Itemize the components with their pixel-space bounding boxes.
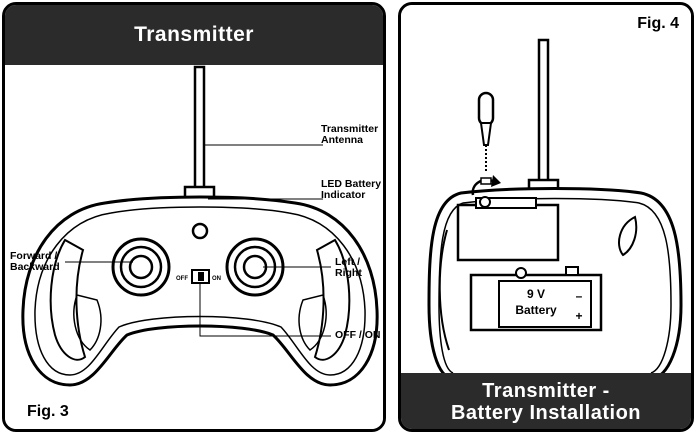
fig4-antenna <box>537 38 550 187</box>
forward-backward-label: Forward / Backward <box>10 250 60 273</box>
fig4-header-line1: Transmitter - <box>482 380 610 402</box>
led-indicator-icon <box>191 222 209 240</box>
screwdriver-handle-icon <box>477 91 495 127</box>
right-stick-knob[interactable] <box>242 254 268 280</box>
transmitter-illustration: OFF ON <box>5 65 383 429</box>
screw-icon <box>479 196 491 208</box>
battery-clip-icon <box>515 267 527 279</box>
battery-door[interactable] <box>456 203 560 262</box>
antenna-label: Transmitter Antenna <box>321 123 379 146</box>
screwdriver-collar-icon <box>479 122 493 146</box>
battery-plus-sign: + <box>575 309 582 323</box>
nine-volt-battery <box>498 280 592 328</box>
fig4-panel: 9 V Battery – + Fig. 4 Transmitter - Bat… <box>398 2 694 432</box>
fig4-right-grip <box>618 215 638 257</box>
power-switch-slider[interactable] <box>198 272 204 281</box>
fig3-label: Fig. 3 <box>27 403 69 420</box>
fig4-left-grip <box>438 229 450 351</box>
body-inner-outline <box>34 206 366 376</box>
off-on-label: OFF / ON <box>335 329 381 341</box>
led-battery-indicator-label: LED Battery Indicator <box>321 178 382 201</box>
fig3-panel: Transmitter OFF ON <box>2 2 386 432</box>
fig4-back-inner-line-left <box>438 202 464 374</box>
battery-name-text: Battery <box>515 303 557 317</box>
battery-voltage-text: 9 V <box>527 287 545 301</box>
fig3-header-title: Transmitter <box>5 5 383 65</box>
right-grip-detail <box>298 294 327 351</box>
fig4-back-inner-line <box>462 197 672 374</box>
switch-on-label: ON <box>212 276 221 282</box>
battery-install-illustration: 9 V Battery – + <box>401 5 691 381</box>
left-right-label: Left / Right <box>335 256 362 279</box>
battery-minus-sign: – <box>576 289 583 303</box>
battery-terminal-icon <box>565 266 579 276</box>
fig4-label: Fig. 4 <box>637 15 679 32</box>
battery-door-tab <box>475 197 537 209</box>
fig4-header-line2: Battery Installation <box>450 402 642 424</box>
fig4-header: Transmitter - Battery Installation <box>401 373 691 429</box>
screw-head-icon <box>480 177 492 185</box>
rotate-arrow-head-icon <box>491 175 501 187</box>
left-stick-knob[interactable] <box>128 254 154 280</box>
left-grip-detail <box>73 294 102 351</box>
antenna <box>193 65 206 197</box>
offon-leader-line <box>199 283 331 337</box>
switch-off-label: OFF <box>176 276 188 282</box>
